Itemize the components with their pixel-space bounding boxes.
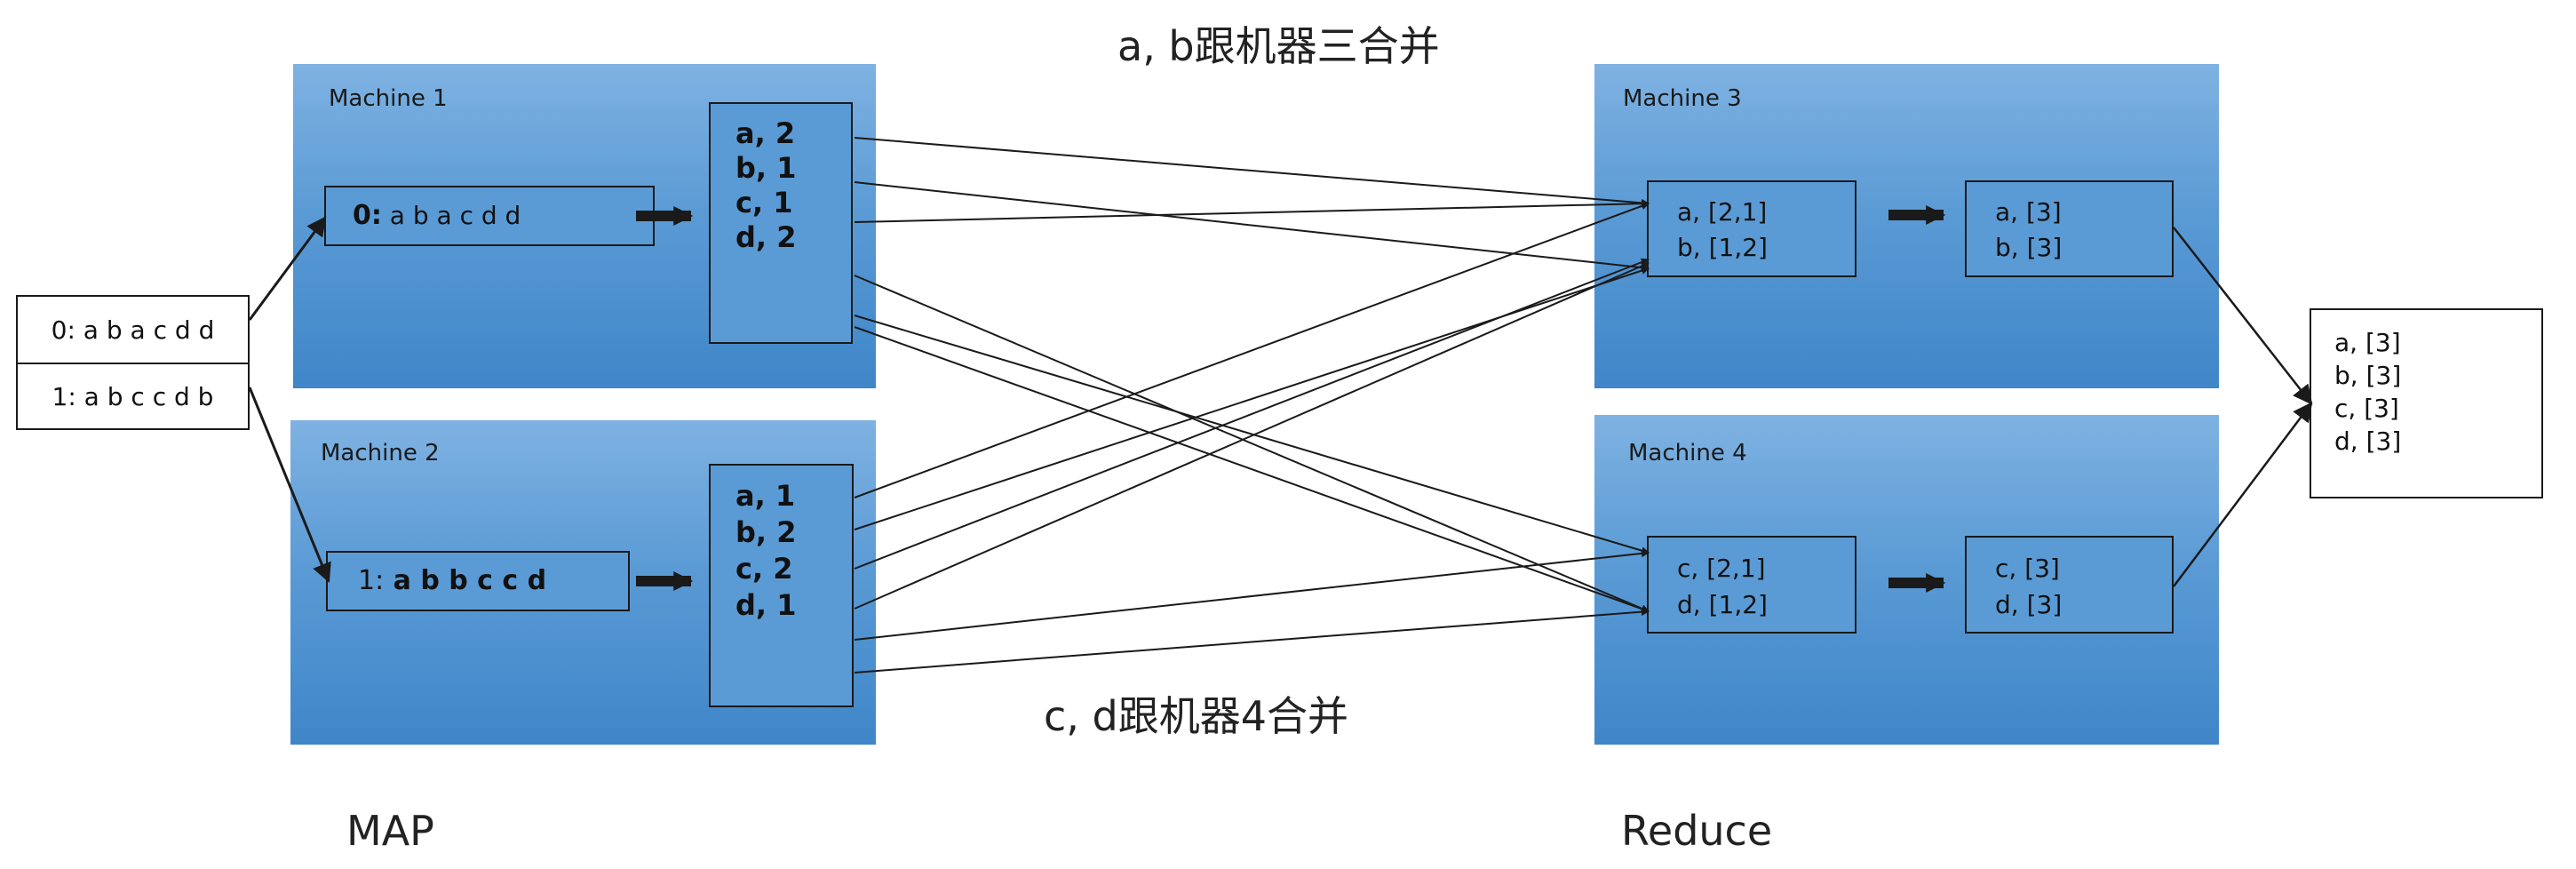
machine-1-pair: a, 2 — [735, 116, 796, 150]
machine-4-grouped-box: c, [2,1] d, [1,2] — [1647, 536, 1856, 634]
machine-3-grouped-line: b, [1,2] — [1677, 233, 1768, 262]
shuffle-arrow — [854, 326, 1650, 613]
shuffle-arrow — [854, 267, 1650, 530]
machine-2-map-output: a, 1 b, 2 c, 2 d, 1 — [709, 464, 854, 707]
machine-2-pair: a, 1 — [735, 479, 796, 513]
machine-2-split-box: 1: a b b c c d — [326, 551, 630, 611]
machine-1-map-output: a, 2 b, 1 c, 1 d, 2 — [709, 102, 853, 344]
machine-3-reduced-line: a, [3] — [1995, 197, 2062, 227]
arrow-machine-3-to-output — [2173, 227, 2313, 405]
arrow-input-to-machine-2 — [248, 387, 331, 584]
final-output-line: b, [3] — [2334, 361, 2402, 390]
input-line-2: 1: a b c c d b — [52, 382, 214, 411]
machine-3-reduced-box: a, [3] b, [3] — [1965, 180, 2174, 277]
input-line-1: 0: a b a c d d — [18, 297, 248, 364]
arrow-input-to-machine-1 — [248, 216, 327, 321]
caption-map: MAP — [346, 807, 434, 855]
machine-1-split-prefix: 0: — [353, 200, 382, 231]
machine-2-pair: b, 2 — [735, 515, 797, 549]
input-box: 0: a b a c d d 1: a b c c d b — [16, 295, 250, 430]
caption-merge-machine3: a, b跟机器三合并 — [1117, 22, 1440, 70]
machine-3-grouped-box: a, [2,1] b, [1,2] — [1647, 180, 1856, 277]
machine-2-split-prefix: 1: — [358, 565, 385, 596]
machine-4-panel: Machine 4 c, [2,1] d, [1,2] c, [3] d, [3… — [1594, 415, 2219, 745]
machine-1-pair: c, 1 — [735, 186, 793, 219]
machine-1-split-box: 0: a b a c d d — [324, 186, 655, 246]
machine-2-pair: d, 1 — [735, 588, 797, 622]
machine-4-grouped-line: c, [2,1] — [1677, 554, 1766, 583]
machine-4-reduced-line: c, [3] — [1995, 554, 2060, 583]
arrow-machine-4-to-output — [2173, 402, 2313, 587]
caption-reduce: Reduce — [1621, 807, 1773, 855]
machine-3-grouped-line: a, [2,1] — [1677, 197, 1768, 227]
machine-1-panel: Machine 1 0: a b a c d d a, 2 b, 1 c, 1 … — [293, 64, 876, 388]
machine-4-grouped-line: d, [1,2] — [1677, 590, 1768, 619]
machine-2-label: Machine 2 — [321, 440, 440, 466]
shuffle-arrow — [854, 202, 1650, 498]
machine-4-label: Machine 4 — [1628, 440, 1747, 466]
machine-1-pair: d, 2 — [735, 220, 797, 254]
machine-1-split-text: a b a c d d — [381, 201, 521, 230]
machine-4-reduced-line: d, [3] — [1995, 590, 2063, 619]
shuffle-arrow — [854, 199, 1650, 223]
final-output-box: a, [3] b, [3] c, [3] d, [3] — [2310, 308, 2543, 498]
final-output-line: a, [3] — [2334, 328, 2401, 357]
shuffle-arrow — [854, 258, 1650, 570]
machine-3-label: Machine 3 — [1623, 85, 1742, 112]
machine-4-reduced-box: c, [3] d, [3] — [1965, 536, 2174, 634]
caption-merge-machine4: c, d跟机器4合并 — [1044, 692, 1349, 740]
machine-3-panel: Machine 3 a, [2,1] b, [1,2] a, [3] b, [3… — [1594, 64, 2219, 388]
machine-2-pair: c, 2 — [735, 552, 793, 586]
shuffle-arrow — [854, 181, 1650, 272]
shuffle-arrow — [854, 549, 1650, 641]
shuffle-arrow — [854, 137, 1650, 207]
final-output-line: d, [3] — [2334, 427, 2402, 456]
shuffle-arrow — [854, 315, 1650, 554]
machine-1-pair: b, 1 — [735, 151, 797, 185]
machine-2-panel: Machine 2 1: a b b c c d a, 1 b, 2 c, 2 … — [290, 420, 876, 745]
machine-2-split-text: a b b c c d — [384, 565, 547, 596]
shuffle-arrow — [854, 275, 1650, 612]
machine-1-label: Machine 1 — [329, 85, 448, 112]
shuffle-arrow — [854, 262, 1650, 610]
final-output-line: c, [3] — [2334, 394, 2399, 423]
machine-3-reduced-line: b, [3] — [1995, 233, 2063, 262]
shuffle-arrow — [854, 608, 1650, 674]
